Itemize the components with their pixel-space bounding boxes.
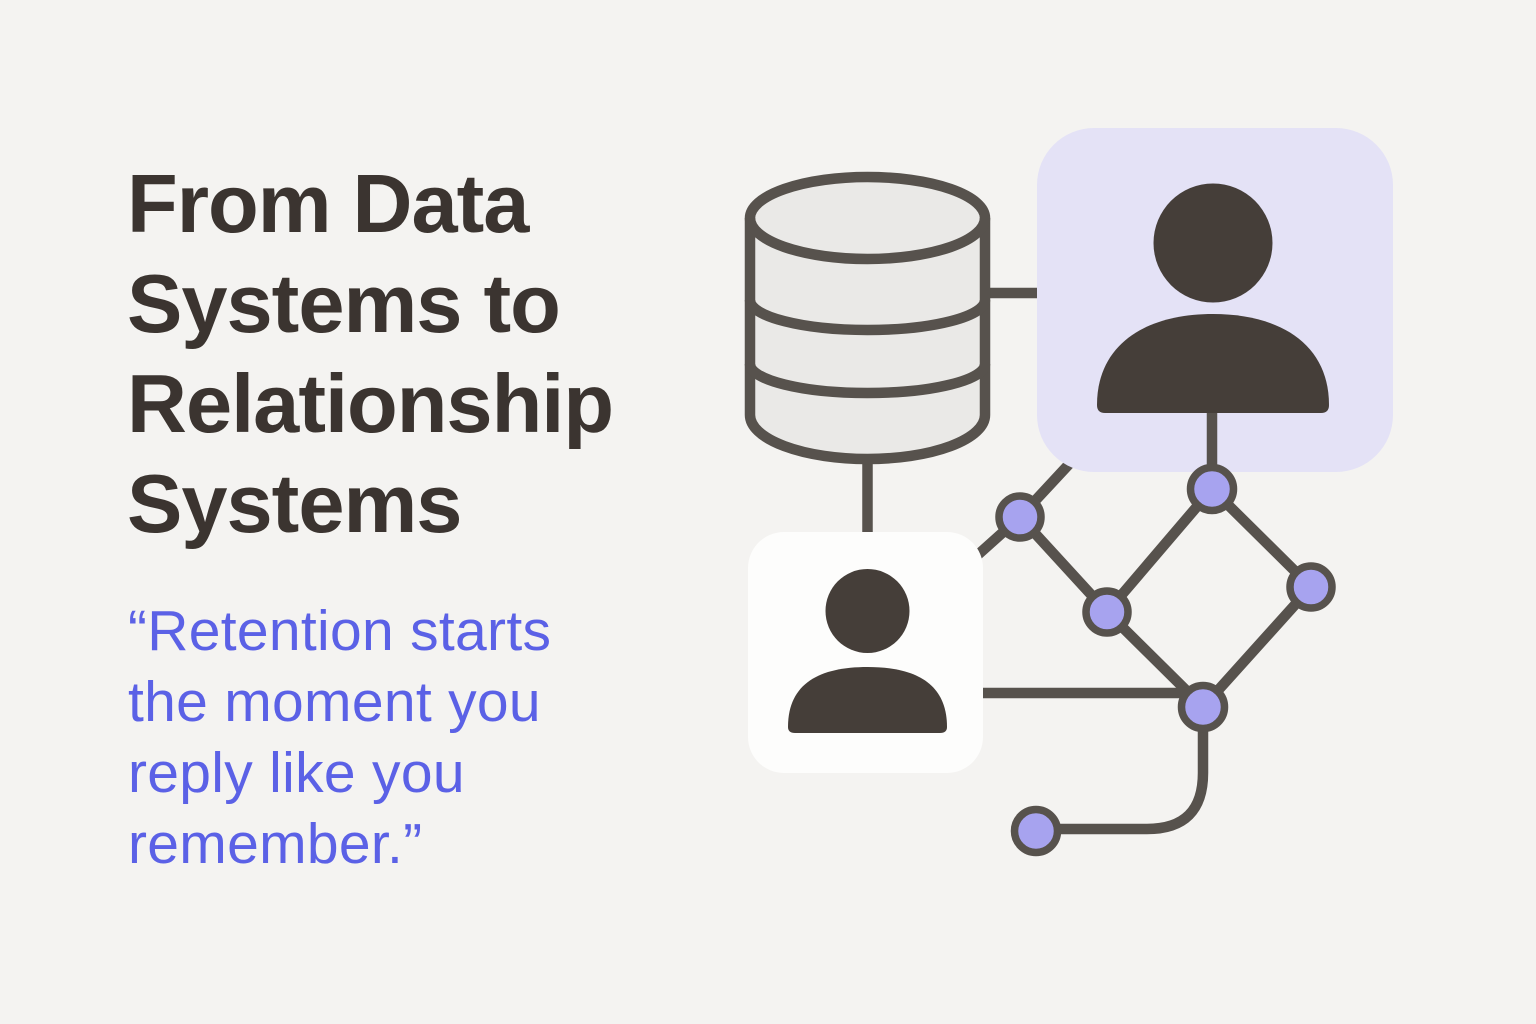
quote-line: remember.”	[128, 812, 423, 876]
headline-line: Relationship	[127, 357, 614, 450]
headline: From Data Systems to Relationship System…	[127, 154, 614, 554]
user-head	[1153, 183, 1273, 303]
user-body	[788, 667, 947, 733]
quote: “Retention starts the moment you reply l…	[128, 596, 551, 880]
network-node	[995, 492, 1045, 542]
headline-line: Systems	[127, 457, 462, 550]
headline-line: Systems to	[127, 257, 561, 350]
quote-line: reply like you	[128, 741, 465, 805]
network-node	[1010, 805, 1062, 857]
network-node	[1286, 562, 1336, 612]
database-cylinder-icon	[744, 171, 991, 465]
network-graph-icon	[995, 463, 1336, 857]
database-band	[744, 363, 991, 399]
network-edge-curved	[1030, 701, 1209, 835]
database-band	[744, 299, 991, 336]
quote-line: “Retention starts	[128, 599, 552, 663]
network-edge	[1101, 483, 1218, 618]
network-edge	[1197, 581, 1317, 713]
network-node	[1186, 463, 1238, 515]
user-head	[825, 569, 910, 653]
database-top-ellipse	[744, 217, 991, 265]
network-node	[1177, 681, 1229, 733]
headline-line: From Data	[127, 157, 529, 250]
user-body	[1097, 314, 1329, 413]
user-silhouette-icon-large	[1097, 183, 1329, 413]
quote-line: the moment you	[128, 670, 541, 734]
user-silhouette-icon-small	[788, 569, 947, 733]
network-node	[1082, 587, 1132, 637]
